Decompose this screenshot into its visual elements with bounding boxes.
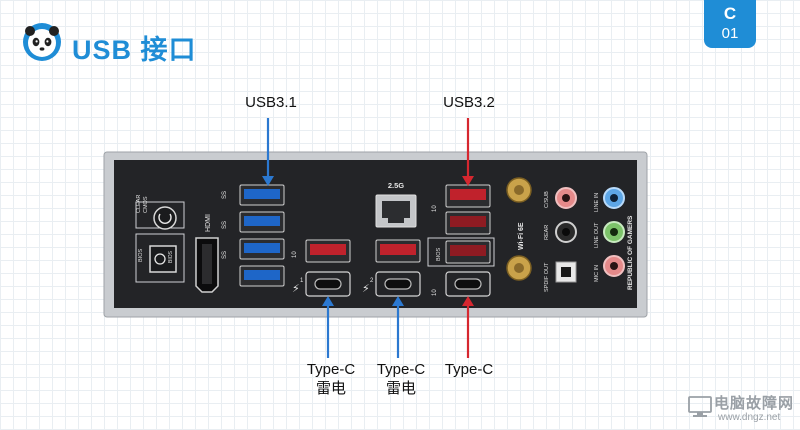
typec-callout-line (462, 296, 474, 358)
bios-button-label: BIOS (168, 250, 174, 263)
monitor-icon (688, 396, 712, 417)
bios-usb-label: BIOS (436, 248, 442, 261)
usb32-label: USB3.2 (443, 94, 495, 111)
typec-tb2-callout-line (392, 296, 404, 358)
typec-tb1-callout-line (322, 296, 334, 358)
clear-cmos-button[interactable] (153, 206, 177, 230)
usb-ss-logo: SS (222, 221, 228, 229)
watermark-url: www.dngz.net (718, 412, 781, 423)
audio-spdif-label: SPDIF OUT (544, 262, 550, 292)
typec-label: Type-C (444, 361, 494, 378)
usb-ss10-logo: 10 (432, 289, 438, 296)
badge-number: 01 (721, 25, 739, 42)
panda-logo-icon (23, 23, 61, 61)
usb31-callout-line (262, 118, 274, 186)
wifi-label: Wi-Fi 6E (518, 222, 525, 250)
audio-lineout-label: LINE OUT (594, 222, 600, 248)
thunderbolt-icon: ⚡ (292, 283, 300, 295)
brand-text: REPUBLIC OF GAMERS (627, 215, 634, 290)
hdmi-label: HDMI (205, 214, 212, 232)
bios-usb-outline (427, 237, 495, 267)
thunderbolt-port-number: 2 (370, 278, 374, 284)
bios-outline (135, 233, 185, 283)
watermark-title: 电脑故障网 (714, 395, 795, 412)
thunderbolt-icon: ⚡ (362, 283, 370, 295)
typec-thunderbolt-label-1: Type-C 雷电 (306, 361, 356, 397)
badge-letter: C (723, 4, 737, 23)
usb31-stack (239, 184, 285, 287)
typec-thunderbolt-label-2: Type-C 雷电 (376, 361, 426, 397)
watermark: 电脑故障网 www.dngz.net (688, 392, 798, 428)
audio-rear-label: REAR (544, 225, 550, 240)
bios-flashback-button[interactable] (149, 245, 177, 273)
section-badge: C 01 (704, 0, 756, 48)
audio-micin-label: MIC IN (594, 265, 600, 282)
lan-speed-label: 2.5G (388, 181, 404, 190)
audio-csub-label: C/SUB (544, 191, 550, 208)
page-title: USB 接口 (72, 35, 197, 65)
thunderbolt-port-number: 1 (300, 278, 304, 284)
bios-side-label: BIOS (138, 249, 144, 262)
bios-refresh-icon (154, 253, 166, 265)
usb-ss-logo: SS (222, 191, 228, 199)
clear-cmos-label-2: CMOS (143, 196, 149, 213)
audio-linein-label: LINE IN (594, 193, 600, 212)
usb-ss-logo: SS (222, 251, 228, 259)
clear-cmos-label-1: CLEAR (136, 195, 142, 213)
usb31-label: USB3.1 (245, 94, 297, 111)
clear-cmos-icon (158, 213, 172, 224)
usb32-callout-line (462, 118, 474, 186)
usb-ss10-logo: 10 (432, 205, 438, 212)
usb-ss10-logo: 10 (292, 251, 298, 258)
hdmi-port-inner (202, 244, 212, 284)
